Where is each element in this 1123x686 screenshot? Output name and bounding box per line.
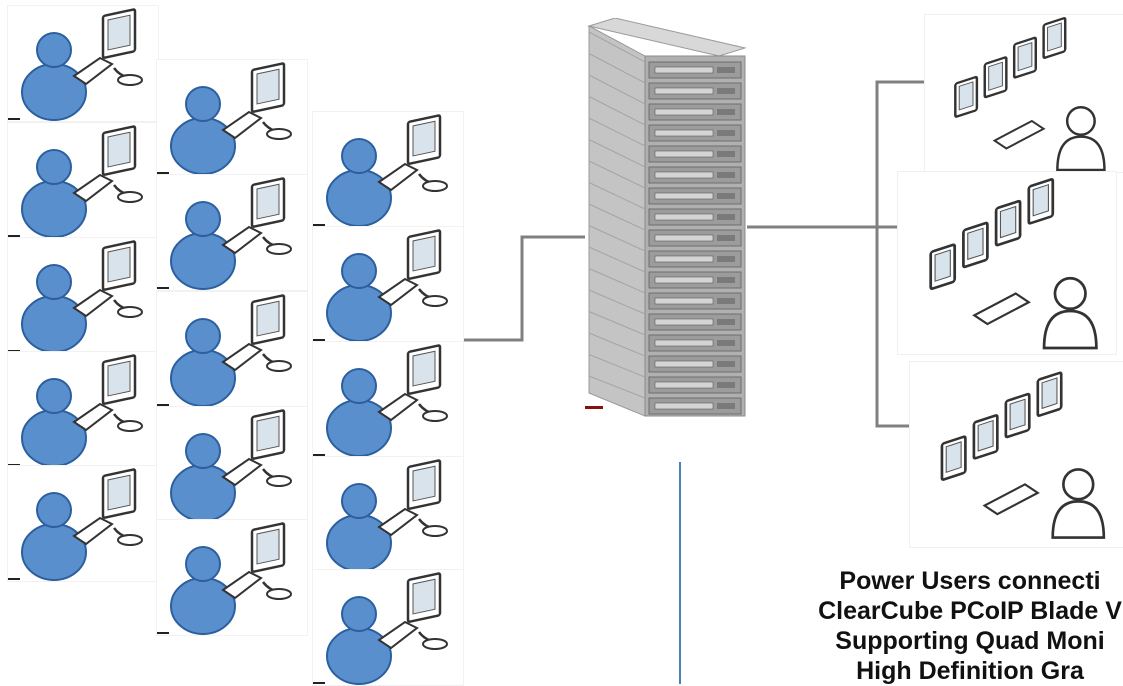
user-workstation-icon (313, 342, 463, 457)
tile-mark (157, 172, 169, 174)
user-workstation-icon (313, 227, 463, 342)
tile-mark (313, 339, 325, 341)
user-workstation-icon (313, 112, 463, 227)
user-workstation-icon (313, 457, 463, 572)
power-user-station-1 (925, 15, 1123, 172)
user-workstation-icon (157, 292, 307, 407)
user-workstation-icon (157, 407, 307, 522)
caption-text: Power Users connecti ClearCube PCoIP Bla… (700, 566, 1123, 686)
tile-mark (157, 287, 169, 289)
caption-line-4: High Definition Gra (856, 657, 1084, 685)
user-workstation-icon (8, 466, 158, 581)
tile-mark (8, 350, 20, 352)
user-workstation-icon (8, 6, 158, 121)
user-workstation-icon (157, 60, 307, 175)
tile-mark (8, 235, 20, 237)
tile-mark (8, 578, 20, 580)
blade-server-rack-icon (585, 18, 747, 417)
user-workstation-icon (8, 238, 158, 353)
user-workstation-icon (157, 520, 307, 635)
tile-mark (313, 454, 325, 456)
tile-mark (8, 464, 20, 466)
tile-mark (157, 404, 169, 406)
vertical-divider (679, 462, 681, 684)
user-workstation-icon (313, 570, 463, 685)
caption-line-1: Power Users connecti (839, 567, 1101, 595)
user-workstation-icon (157, 175, 307, 290)
power-user-station-3 (910, 362, 1123, 547)
tile-mark (157, 632, 169, 634)
caption-line-3: Supporting Quad Moni (835, 627, 1105, 655)
tile-mark (8, 118, 20, 120)
tile-mark (313, 224, 325, 226)
users-to-server-link (460, 235, 585, 342)
power-user-station-2 (898, 172, 1116, 354)
user-workstation-icon (8, 352, 158, 467)
tile-mark (313, 682, 325, 684)
caption-line-2: ClearCube PCoIP Blade V (818, 597, 1122, 625)
user-workstation-icon (8, 123, 158, 238)
